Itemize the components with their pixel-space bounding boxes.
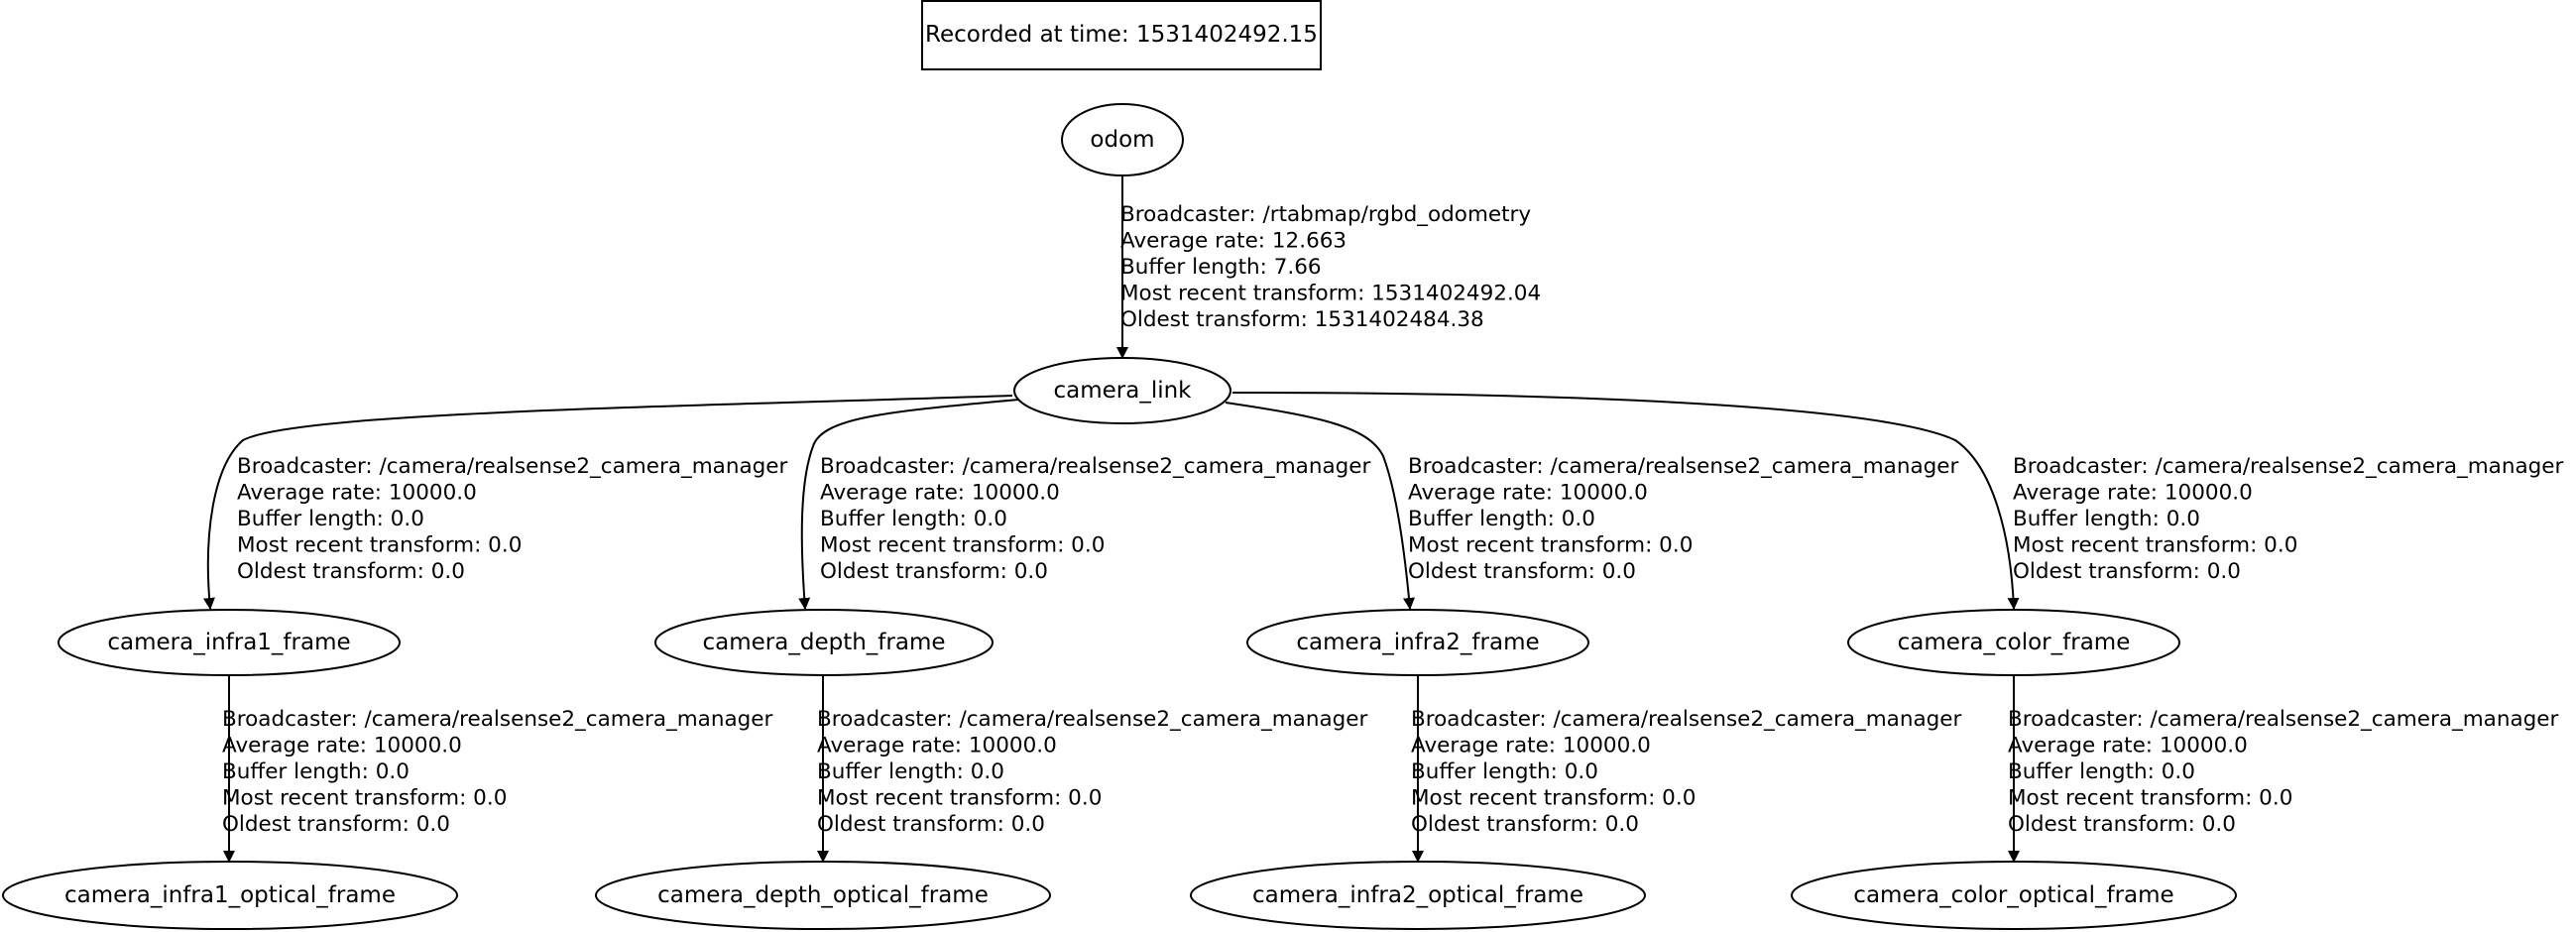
edge-info-line: Most recent transform: 0.0: [2008, 786, 2292, 811]
edge-info-line: Broadcaster: /camera/realsense2_camera_m…: [1408, 454, 1959, 479]
node-camera-color-frame[interactable]: camera_color_frame: [1847, 609, 2180, 676]
node-odom[interactable]: odom: [1061, 103, 1184, 176]
edge-info-line: Oldest transform: 0.0: [1408, 559, 1636, 584]
node-camera-infra2-frame[interactable]: camera_infra2_frame: [1246, 609, 1589, 676]
edge-info-line: Most recent transform: 0.0: [1411, 786, 1696, 811]
edge-info-line: Oldest transform: 0.0: [820, 559, 1048, 584]
node-ellipse: [1013, 357, 1231, 424]
node-label: camera_infra2_frame: [1296, 630, 1539, 655]
edge-arrow: [202, 395, 1013, 610]
node-label: camera_link: [1053, 378, 1192, 404]
node-camera-depth-frame[interactable]: camera_depth_frame: [654, 609, 994, 676]
edge-info-line: Most recent transform: 0.0: [817, 786, 1102, 811]
edge-info-line: Average rate: 10000.0: [820, 481, 1060, 506]
node-label: odom: [1090, 127, 1154, 153]
edge-info-line: Broadcaster: /camera/realsense2_camera_m…: [2008, 707, 2559, 732]
edge-info-line: Most recent transform: 0.0: [2013, 533, 2297, 558]
edge-camera_link-to-camera_depth_frame: Broadcaster: /camera/realsense2_camera_m…: [798, 399, 1371, 610]
edge-info-line: Broadcaster: /camera/realsense2_camera_m…: [222, 707, 773, 732]
edge-info-line: Most recent transform: 0.0: [1408, 533, 1693, 558]
edge-info-line: Broadcaster: /camera/realsense2_camera_m…: [817, 707, 1368, 732]
edge-info-line: Average rate: 12.663: [1120, 229, 1347, 254]
edge-info-line: Average rate: 10000.0: [2008, 734, 2248, 758]
edge-info-line: Broadcaster: /camera/realsense2_camera_m…: [237, 454, 788, 479]
node-camera-link[interactable]: camera_link: [1013, 357, 1231, 424]
node-ellipse: [1061, 103, 1184, 176]
node-label: camera_infra1_frame: [107, 630, 350, 655]
edge-info-line: Oldest transform: 0.0: [2013, 559, 2241, 584]
edge-odom-to-camera_link: Broadcaster: /rtabmap/rgbd_odometryAvera…: [1116, 175, 1541, 359]
edge-info-line: Buffer length: 0.0: [820, 507, 1007, 531]
edge-info-line: Most recent transform: 1531402492.04: [1120, 282, 1541, 306]
node-label: camera_depth_optical_frame: [657, 882, 989, 908]
node-ellipse: [595, 861, 1051, 930]
edge-info-line: Oldest transform: 0.0: [222, 812, 450, 837]
edge-info-line: Buffer length: 0.0: [1408, 507, 1595, 531]
node-camera-color-optical-frame[interactable]: camera_color_optical_frame: [1791, 861, 2237, 930]
edge-info-line: Broadcaster: /camera/realsense2_camera_m…: [1411, 707, 1962, 732]
edge-info-line: Most recent transform: 0.0: [237, 533, 522, 558]
edge-info-line: Oldest transform: 0.0: [1411, 812, 1639, 837]
edge-info-line: Average rate: 10000.0: [817, 734, 1057, 758]
node-camera-infra1-optical-frame[interactable]: camera_infra1_optical_frame: [2, 861, 458, 930]
edge-info-line: Buffer length: 7.66: [1120, 255, 1322, 280]
edge-info-line: Average rate: 10000.0: [1411, 734, 1651, 758]
edge-info-line: Buffer length: 0.0: [2013, 507, 2200, 531]
node-camera-infra1-frame[interactable]: camera_infra1_frame: [58, 609, 401, 676]
edges: Broadcaster: /rtabmap/rgbd_odometryAvera…: [202, 175, 2564, 863]
edge-info-line: Most recent transform: 0.0: [820, 533, 1105, 558]
edge-arrow: [1225, 402, 1415, 610]
edge-info-line: Average rate: 10000.0: [237, 481, 477, 506]
edge-arrow: [1231, 392, 2020, 610]
edge-info-line: Average rate: 10000.0: [222, 734, 462, 758]
edge-camera_infra1_frame-to-camera_infra1_optical_frame: Broadcaster: /camera/realsense2_camera_m…: [222, 675, 773, 863]
edge-info-line: Broadcaster: /camera/realsense2_camera_m…: [820, 454, 1371, 479]
node-ellipse: [1847, 609, 2180, 676]
edge-camera_link-to-camera_color_frame: Broadcaster: /camera/realsense2_camera_m…: [1231, 392, 2564, 610]
node-ellipse: [2, 861, 458, 930]
node-label: camera_color_frame: [1898, 630, 2131, 655]
edge-camera_link-to-camera_infra1_frame: Broadcaster: /camera/realsense2_camera_m…: [202, 395, 1013, 610]
node-label: camera_infra1_optical_frame: [64, 882, 396, 908]
node-label: camera_color_optical_frame: [1853, 882, 2173, 908]
edge-info-line: Average rate: 10000.0: [2013, 481, 2253, 506]
recorded-time-label: Recorded at time: 1531402492.15: [925, 22, 1318, 48]
edge-info-line: Oldest transform: 0.0: [2008, 812, 2236, 837]
edge-info-line: Average rate: 10000.0: [1408, 481, 1648, 506]
edge-camera_depth_frame-to-camera_depth_optical_frame: Broadcaster: /camera/realsense2_camera_m…: [817, 675, 1368, 863]
edge-info-line: Buffer length: 0.0: [237, 507, 424, 531]
edge-camera_link-to-camera_infra2_frame: Broadcaster: /camera/realsense2_camera_m…: [1225, 402, 1959, 610]
node-label: camera_infra2_optical_frame: [1252, 882, 1583, 908]
recorded-time-box: Recorded at time: 1531402492.15: [921, 0, 1322, 70]
edge-info-line: Buffer length: 0.0: [2008, 759, 2195, 784]
edge-info-line: Buffer length: 0.0: [1411, 759, 1598, 784]
edge-info-line: Broadcaster: /camera/realsense2_camera_m…: [2013, 454, 2564, 479]
edge-info-line: Buffer length: 0.0: [817, 759, 1004, 784]
edge-arrow: [798, 399, 1019, 610]
node-ellipse: [654, 609, 994, 676]
node-label: camera_depth_frame: [703, 630, 946, 655]
edge-camera_infra2_frame-to-camera_infra2_optical_frame: Broadcaster: /camera/realsense2_camera_m…: [1411, 675, 1962, 863]
edge-info-line: Oldest transform: 0.0: [817, 812, 1045, 837]
node-ellipse: [1190, 861, 1646, 930]
edge-camera_color_frame-to-camera_color_optical_frame: Broadcaster: /camera/realsense2_camera_m…: [2008, 675, 2559, 863]
node-camera-depth-optical-frame[interactable]: camera_depth_optical_frame: [595, 861, 1051, 930]
node-ellipse: [1791, 861, 2237, 930]
edge-info-line: Buffer length: 0.0: [222, 759, 410, 784]
edge-info-line: Broadcaster: /rtabmap/rgbd_odometry: [1120, 202, 1531, 227]
edge-info-line: Oldest transform: 0.0: [237, 559, 465, 584]
node-camera-infra2-optical-frame[interactable]: camera_infra2_optical_frame: [1190, 861, 1646, 930]
node-ellipse: [58, 609, 401, 676]
edge-info-line: Most recent transform: 0.0: [222, 786, 507, 811]
node-ellipse: [1246, 609, 1589, 676]
edge-info-line: Oldest transform: 1531402484.38: [1120, 307, 1484, 332]
